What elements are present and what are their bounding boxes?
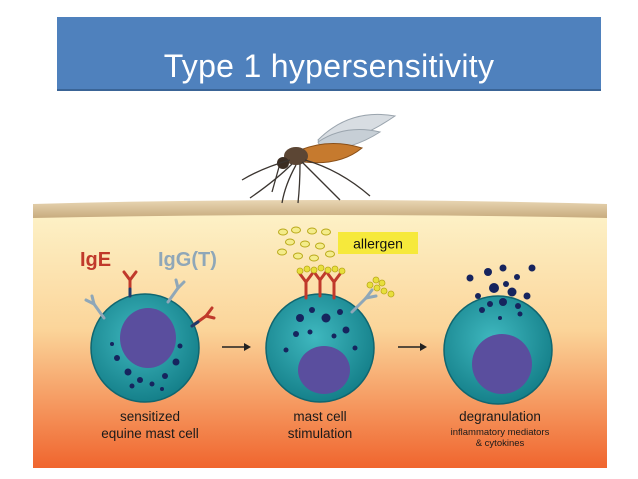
stage3-caption-line1: degranulation	[459, 409, 541, 424]
mosquito-icon	[241, 113, 397, 204]
stage3-caption-line3: & cytokines	[476, 438, 525, 449]
stage1-caption-line2: equine mast cell	[101, 426, 199, 441]
skin-surface	[33, 200, 607, 218]
stage2-caption-line2: stimulation	[288, 426, 353, 441]
cell-sensitized	[84, 270, 216, 403]
arrow-2	[398, 343, 427, 351]
released-mediators	[466, 264, 536, 309]
stage3-caption-line2: inflammatory mediators	[451, 427, 550, 438]
ige-label: IgE	[80, 249, 111, 271]
cell-stimulation	[265, 264, 395, 403]
allergen-label-box	[338, 232, 418, 254]
stage2-caption-line1: mast cell	[293, 409, 346, 424]
arrow-1	[222, 343, 251, 351]
stage1-caption-line1: sensitized	[120, 409, 180, 424]
title-bar: Type 1 hypersensitivity	[57, 17, 601, 91]
cell-degranulation	[443, 295, 553, 405]
allergen-label: allergen	[353, 236, 403, 252]
slide-title: Type 1 hypersensitivity	[163, 48, 495, 84]
allergen-particles	[277, 226, 335, 262]
igg-label: IgG(T)	[158, 249, 217, 271]
